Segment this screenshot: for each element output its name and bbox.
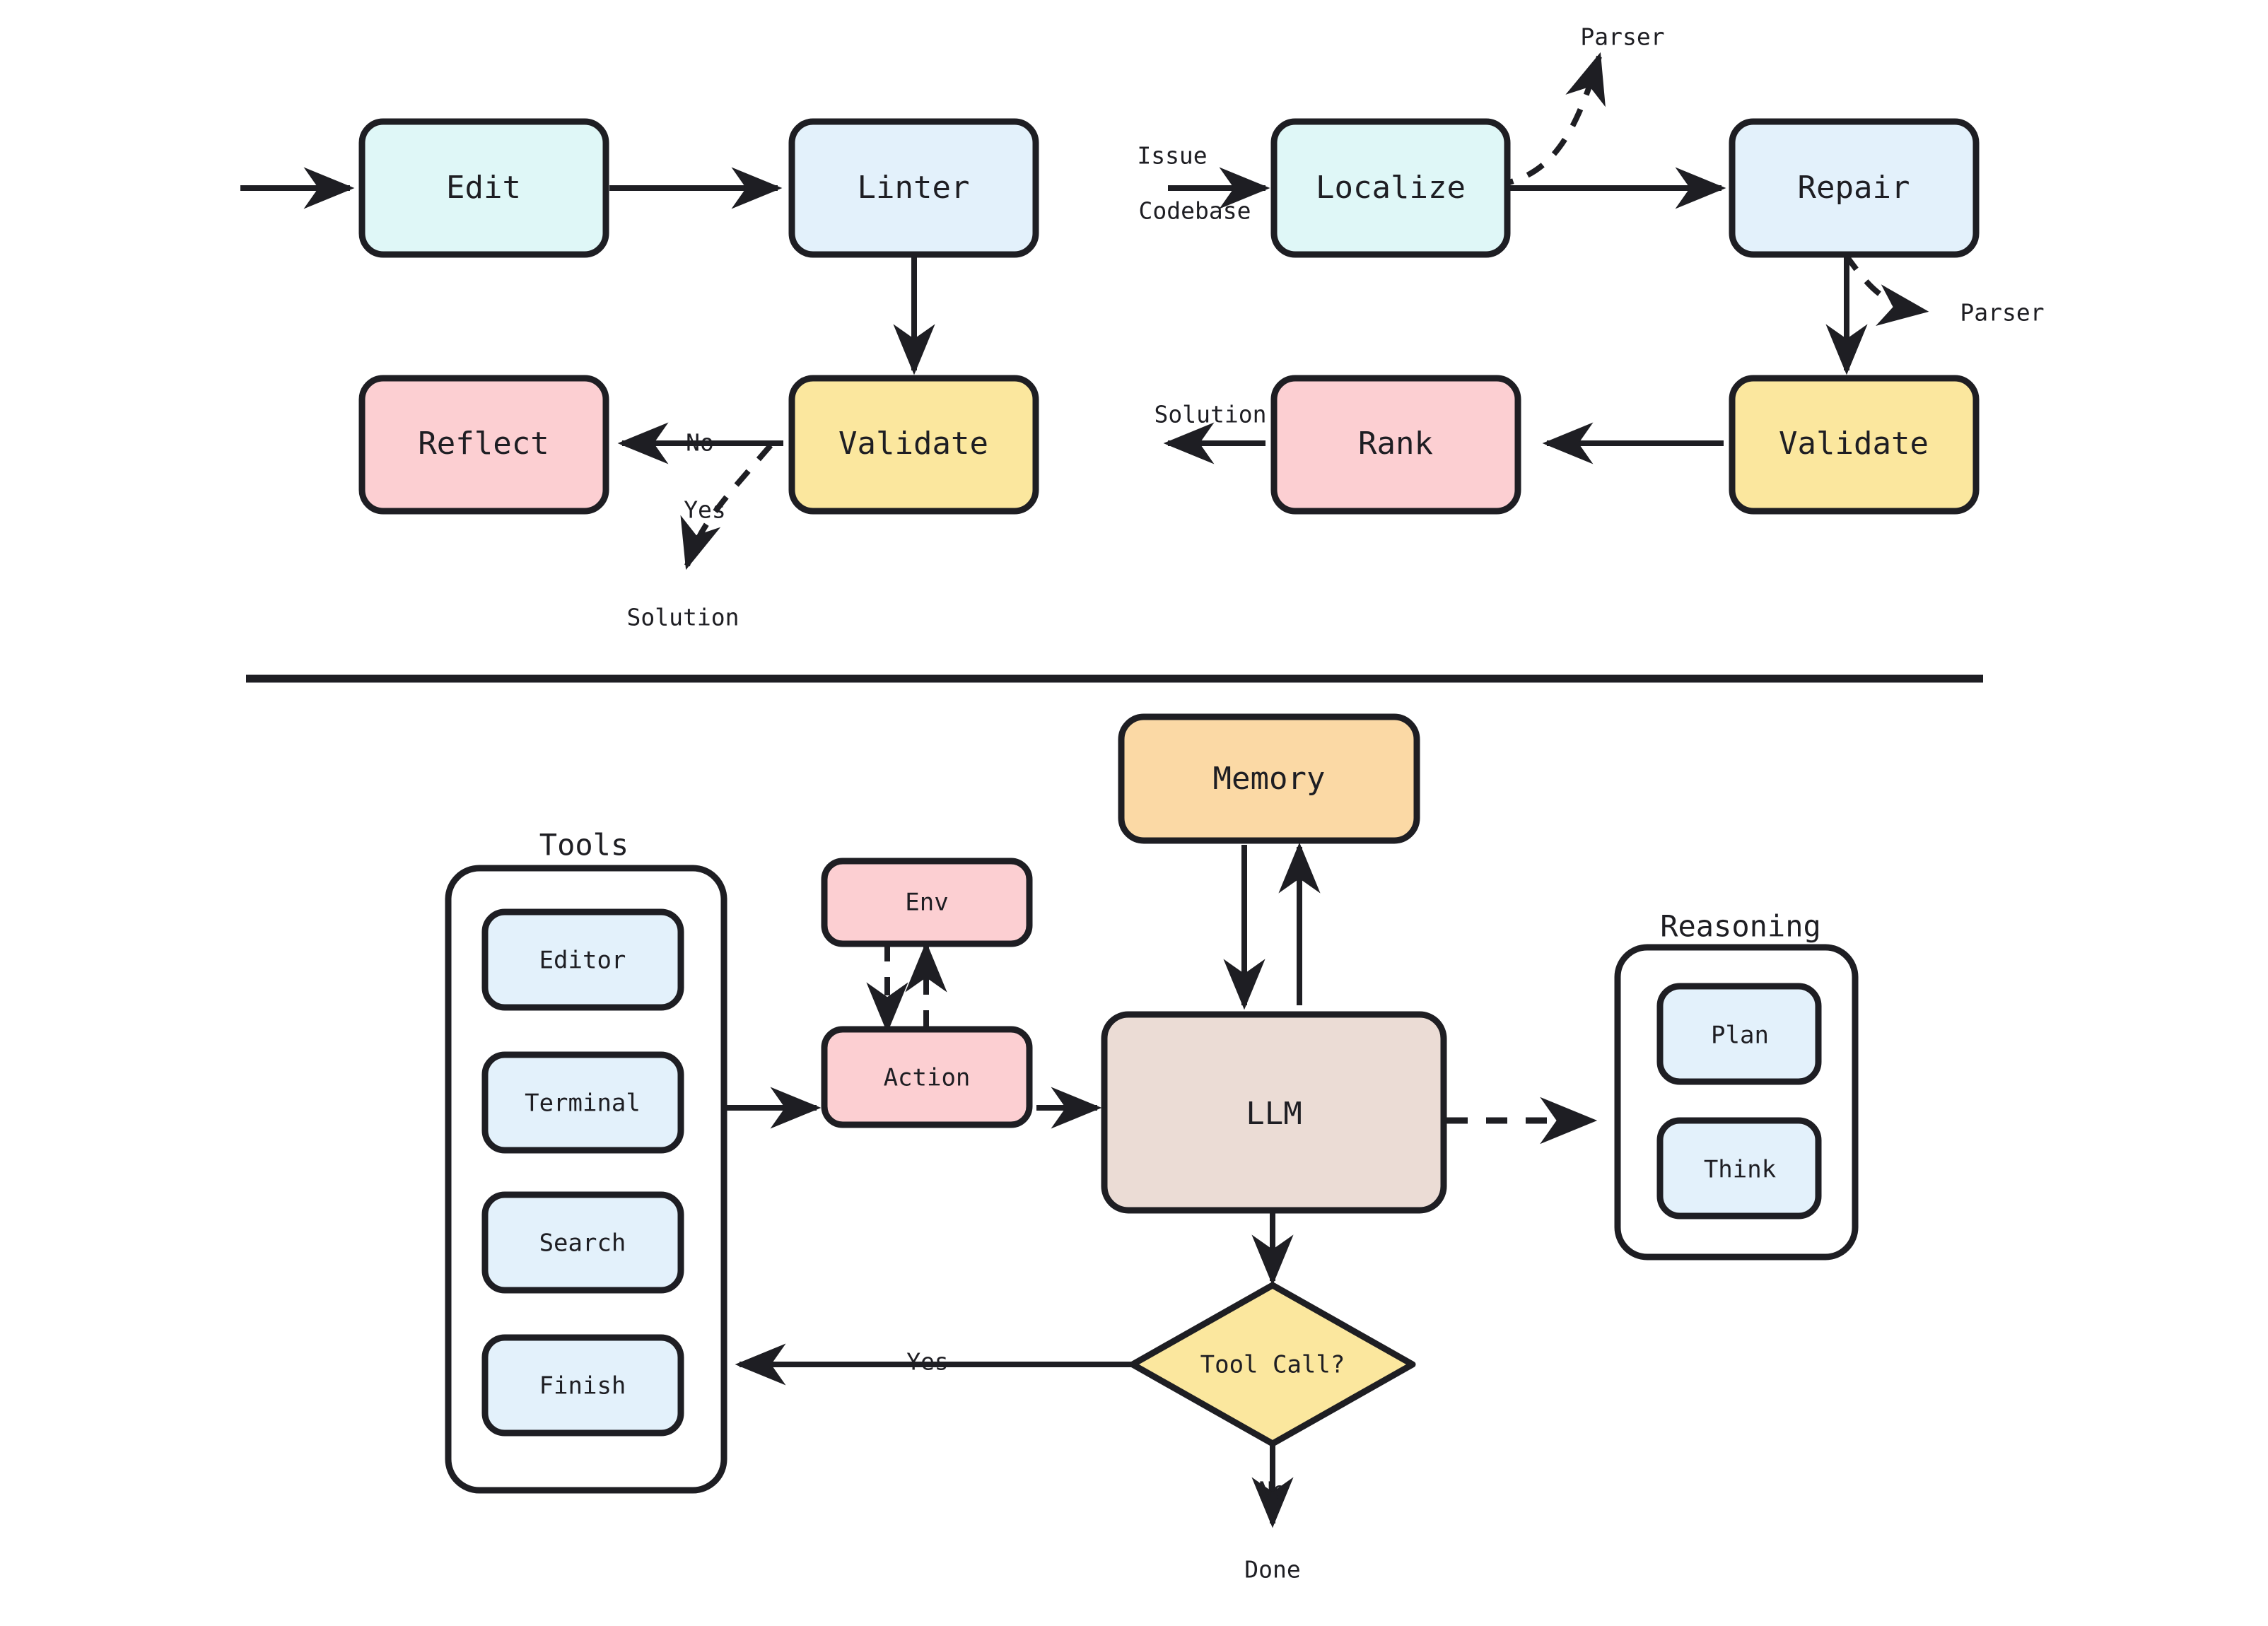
node-repair-label: Repair: [1798, 170, 1910, 206]
edge-label-done: Done: [1244, 1556, 1300, 1584]
node-tool-call-shape[interactable]: [1129, 1282, 1416, 1447]
node-validate-pipeline[interactable]: Validate: [788, 375, 1039, 515]
node-memory-rect[interactable]: [1118, 713, 1420, 844]
panel-agentless: Localize Repair Rank Validate Issue Code…: [1137, 23, 2045, 515]
edge-label-yes-agent: Yes: [906, 1348, 949, 1376]
node-repair[interactable]: Repair: [1729, 118, 1980, 258]
node-edit-rect[interactable]: [358, 118, 609, 258]
tool-item-search-rect[interactable]: [481, 1191, 684, 1294]
node-validate-pipeline-label: Validate: [838, 426, 988, 462]
tool-item-finish-rect[interactable]: [481, 1334, 684, 1437]
node-edit-label: Edit: [446, 170, 521, 206]
reasoning-group-title: Reasoning: [1660, 909, 1821, 944]
tool-item-terminal-label: Terminal: [525, 1089, 641, 1118]
edge-label-no: No: [686, 429, 714, 457]
node-memory[interactable]: Memory: [1118, 713, 1420, 844]
edge-label-solution-pipeline: Solution: [627, 604, 740, 631]
node-tool-call[interactable]: Tool Call?: [1129, 1282, 1416, 1447]
node-reflect[interactable]: Reflect: [358, 375, 609, 515]
tool-item-search-label: Search: [539, 1229, 626, 1258]
reasoning-item-plan-rect[interactable]: [1656, 983, 1822, 1085]
edge-label-parser-right: Parser: [1960, 299, 2044, 327]
node-reflect-rect[interactable]: [358, 375, 609, 515]
node-llm-rect[interactable]: [1101, 1011, 1447, 1214]
node-linter-label: Linter: [858, 170, 970, 206]
io-label-codebase: Codebase: [1139, 197, 1251, 225]
edge-localize-to-parser: [1495, 52, 1606, 188]
tool-item-editor-label: Editor: [539, 947, 626, 975]
node-validate-pipeline-rect[interactable]: [788, 375, 1039, 515]
tool-item-search[interactable]: Search: [481, 1191, 684, 1294]
reasoning-item-think[interactable]: Think: [1656, 1117, 1822, 1220]
tools-group-title: Tools: [539, 828, 629, 862]
edge-repair-to-parser: [1842, 252, 1929, 326]
tool-item-editor[interactable]: Editor: [481, 908, 684, 1011]
panel-agent: Tools Editor Terminal Search Finish: [445, 713, 1859, 1584]
node-validate-agentless-rect[interactable]: [1729, 375, 1980, 515]
tool-item-finish-label: Finish: [539, 1372, 626, 1400]
reasoning-item-think-rect[interactable]: [1656, 1117, 1822, 1220]
node-action[interactable]: Action: [821, 1026, 1033, 1128]
reasoning-item-plan[interactable]: Plan: [1656, 983, 1822, 1085]
reasoning-item-plan-label: Plan: [1711, 1022, 1769, 1050]
node-action-rect[interactable]: [821, 1026, 1033, 1128]
node-env-label: Env: [905, 889, 948, 917]
node-tool-call-label: Tool Call?: [1200, 1351, 1345, 1379]
node-repair-rect[interactable]: [1729, 118, 1980, 258]
panel-pipeline: Edit Linter Reflect Validate No Yes Solu…: [240, 118, 1039, 631]
io-label-issue: Issue: [1137, 142, 1207, 170]
node-reflect-label: Reflect: [418, 426, 549, 462]
edge-label-yes: Yes: [684, 496, 726, 524]
node-rank-label: Rank: [1358, 426, 1433, 462]
edge-label-no-agent: No: [1258, 1477, 1287, 1504]
reasoning-item-think-label: Think: [1704, 1156, 1776, 1184]
node-localize[interactable]: Localize: [1270, 118, 1511, 258]
node-validate-agentless[interactable]: Validate: [1729, 375, 1980, 515]
node-llm-label: LLM: [1246, 1096, 1302, 1132]
node-linter[interactable]: Linter: [788, 118, 1039, 258]
node-linter-rect[interactable]: [788, 118, 1039, 258]
node-action-label: Action: [884, 1064, 971, 1092]
node-edit[interactable]: Edit: [358, 118, 609, 258]
node-env[interactable]: Env: [821, 858, 1033, 947]
edge-label-parser-top: Parser: [1580, 23, 1664, 51]
tool-item-editor-rect[interactable]: [481, 908, 684, 1011]
io-label-solution-agentless: Solution: [1155, 401, 1267, 428]
tool-item-terminal[interactable]: Terminal: [481, 1051, 684, 1154]
node-localize-label: Localize: [1316, 170, 1466, 206]
tool-item-finish[interactable]: Finish: [481, 1334, 684, 1437]
node-rank-rect[interactable]: [1270, 375, 1521, 515]
node-llm[interactable]: LLM: [1101, 1011, 1447, 1214]
edge-validate-to-solution: [680, 443, 773, 571]
node-localize-rect[interactable]: [1270, 118, 1511, 258]
node-memory-label: Memory: [1213, 761, 1326, 797]
node-rank[interactable]: Rank: [1270, 375, 1521, 515]
node-validate-agentless-label: Validate: [1779, 426, 1929, 462]
node-env-rect[interactable]: [821, 858, 1033, 947]
tool-item-terminal-rect[interactable]: [481, 1051, 684, 1154]
